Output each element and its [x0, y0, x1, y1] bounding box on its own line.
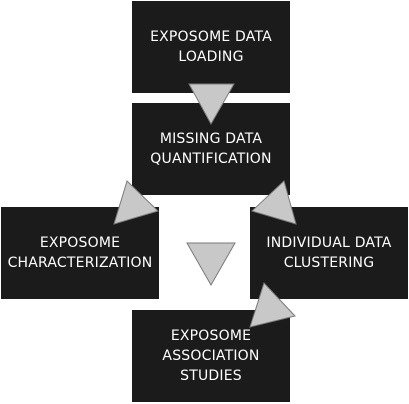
- node-label: EXPOSOME DATA LOADING: [150, 29, 272, 65]
- node-missing-data-quantification: MISSING DATA QUANTIFICATION: [132, 103, 290, 195]
- node-exposome-data-loading: EXPOSOME DATA LOADING: [132, 1, 290, 93]
- node-exposome-association-studies: EXPOSOME ASSOCIATION STUDIES: [132, 310, 290, 402]
- node-label: INDIVIDUAL DATA CLUSTERING: [266, 235, 392, 271]
- node-label: EXPOSOME ASSOCIATION STUDIES: [162, 328, 260, 384]
- node-exposome-characterization: EXPOSOME CHARACTERIZATION: [1, 207, 159, 299]
- node-label: MISSING DATA QUANTIFICATION: [150, 131, 272, 167]
- arrow-center-down: [186, 242, 236, 287]
- node-label: EXPOSOME CHARACTERIZATION: [7, 235, 153, 271]
- node-individual-data-clustering: INDIVIDUAL DATA CLUSTERING: [250, 207, 408, 299]
